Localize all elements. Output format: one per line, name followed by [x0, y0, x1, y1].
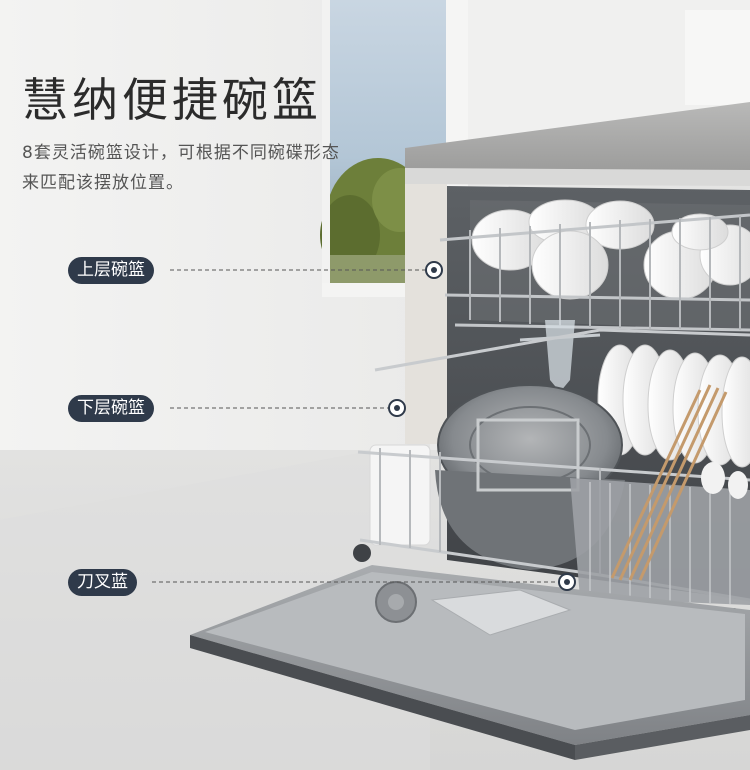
callout-upper-rack: 上层碗篮	[68, 257, 154, 284]
headline: 慧纳便捷碗篮	[22, 73, 322, 127]
callout-lower-rack: 下层碗篮	[68, 395, 154, 422]
callout-cutlery-basket: 刀叉蓝	[68, 569, 137, 596]
description: 8套灵活碗篮设计，可根据不同碗碟形态来匹配该摆放位置。	[22, 143, 340, 193]
